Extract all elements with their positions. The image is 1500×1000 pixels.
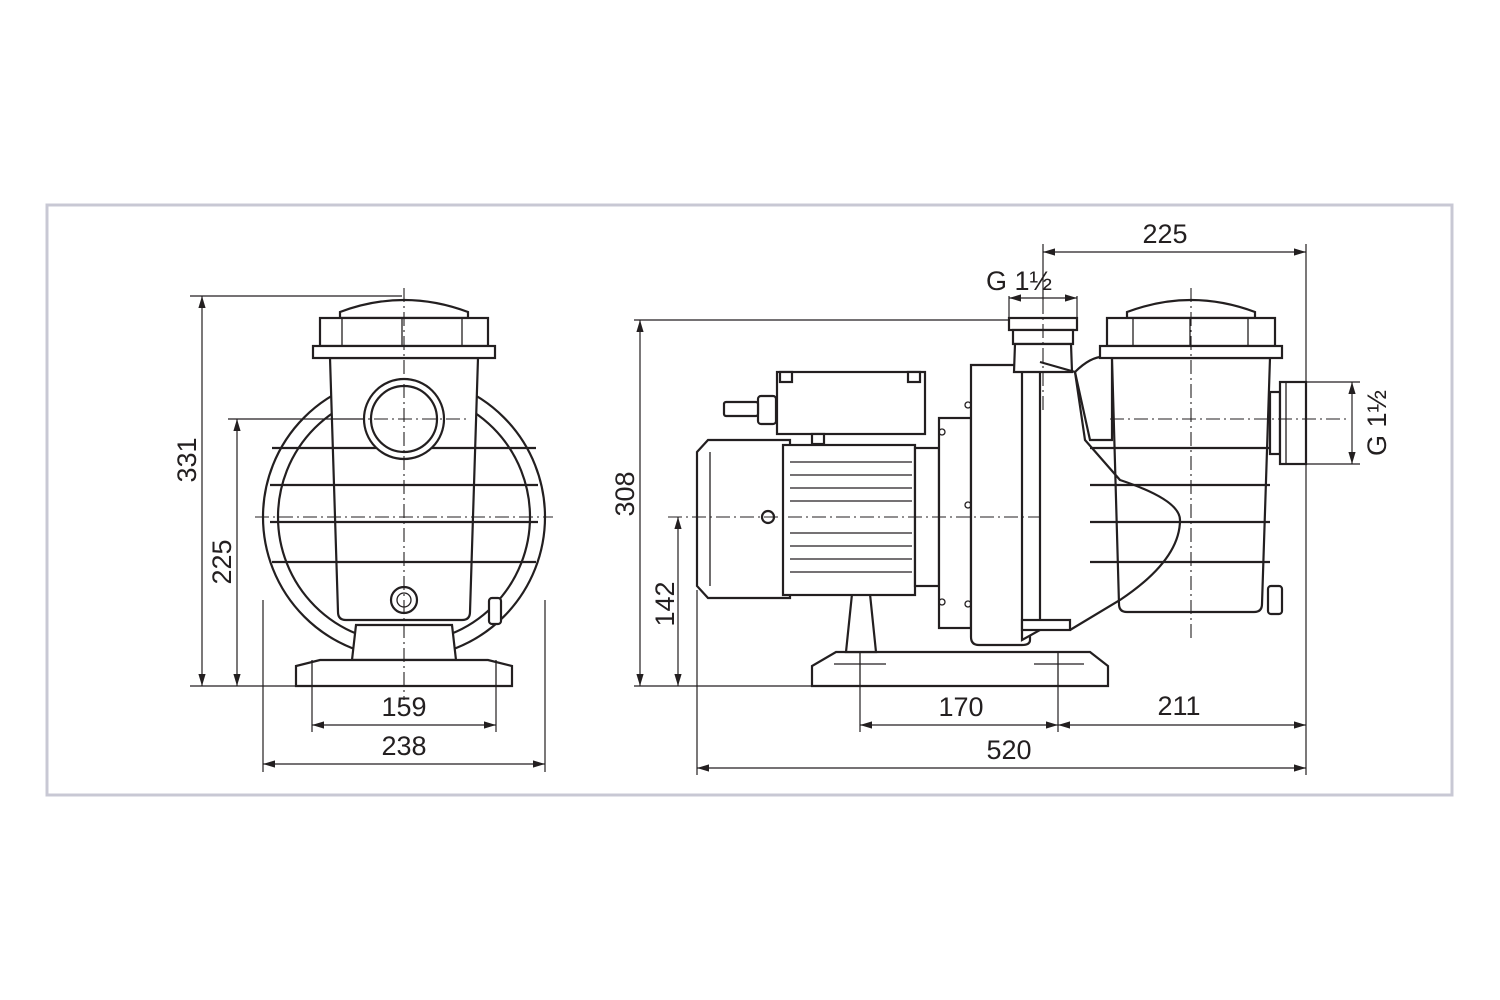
- side-dimensions: [634, 244, 1360, 775]
- front-view: [255, 288, 553, 700]
- dim-side-outlet-thread: G 1½: [986, 266, 1052, 296]
- dim-side-inlet-offset: 211: [1157, 691, 1200, 721]
- dim-side-inlet-thread: G 1½: [1362, 390, 1392, 456]
- dim-front-height-axis: 225: [207, 539, 237, 584]
- dim-side-height-axis: 142: [650, 581, 680, 626]
- dim-front-height-total: 331: [172, 437, 202, 482]
- dim-front-base-holes: 159: [381, 692, 426, 722]
- front-dimensions: [190, 295, 546, 772]
- dim-side-length: 520: [986, 735, 1031, 765]
- drawing-frame: [45, 203, 1454, 797]
- dim-side-base-holes: 170: [938, 692, 983, 722]
- dim-front-width: 238: [381, 731, 426, 761]
- side-view: [668, 288, 1350, 688]
- dim-side-height-total: 308: [610, 471, 640, 516]
- dim-side-outlet-offset: 225: [1142, 219, 1187, 249]
- motor-fins: [790, 461, 912, 573]
